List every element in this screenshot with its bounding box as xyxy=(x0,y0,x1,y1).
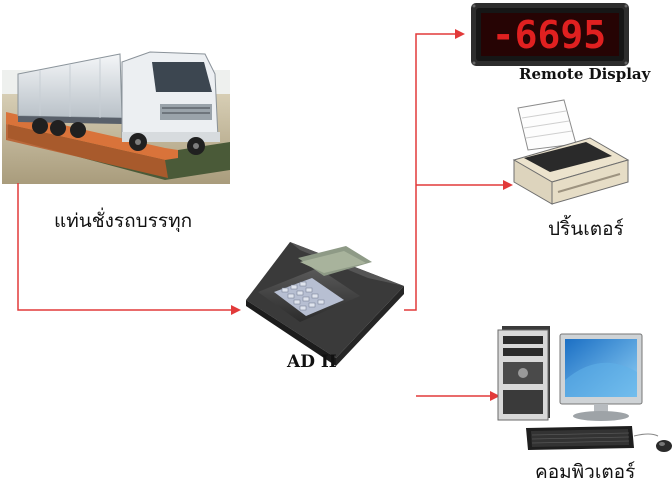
connector-lines xyxy=(17,33,505,397)
indicator-icon xyxy=(246,242,404,366)
arrow-to-computer-icon xyxy=(490,391,500,401)
remote-display-reading: -6695 xyxy=(492,13,606,57)
remote-display-label: Remote Display xyxy=(519,65,651,83)
printer-icon xyxy=(512,99,630,205)
indicator-to-devices-line xyxy=(404,33,456,311)
computer-label: คอมพิวเตอร์ xyxy=(535,461,636,483)
indicator-label: AD II xyxy=(287,352,337,372)
computer-icon xyxy=(497,326,672,452)
truck-scale-label: แท่นชั่งรถบรรทุก xyxy=(54,210,193,232)
remote-display-icon: -6695 xyxy=(471,3,629,66)
arrow-to-printer-icon xyxy=(503,180,513,190)
arrow-to-indicator-icon xyxy=(231,305,241,315)
printer-label: ปริ้นเตอร์ xyxy=(548,218,624,240)
arrow-heads xyxy=(231,29,513,401)
arrow-to-remote-display-icon xyxy=(455,29,465,39)
scale-to-indicator-line xyxy=(17,183,232,311)
truck-icon xyxy=(2,51,230,184)
